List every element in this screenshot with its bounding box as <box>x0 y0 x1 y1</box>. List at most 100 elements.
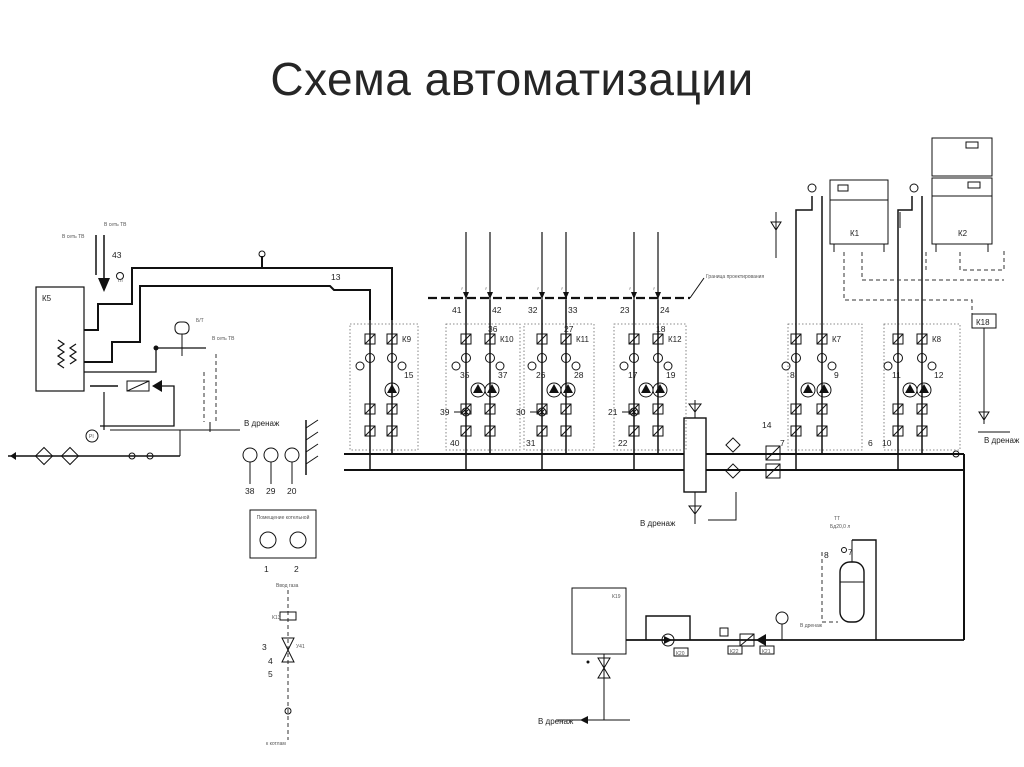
circuit-k7-check <box>816 403 828 415</box>
circuit-k10-valve <box>460 333 472 345</box>
svg-text:К1: К1 <box>850 229 860 238</box>
circuit-k10-box <box>445 323 521 451</box>
circuit-k7-box <box>787 323 863 451</box>
circuit-k11-gauge <box>561 353 571 363</box>
svg-text:Б/Т: Б/Т <box>196 318 204 324</box>
circuit-k7-valve <box>816 425 828 437</box>
circuit-k7-valve <box>790 425 802 437</box>
svg-text:к котлам: к котлам <box>266 741 286 747</box>
circuit-k7-gauge <box>791 353 801 363</box>
circuit-k12-pos: 18 <box>656 324 666 334</box>
circuit-k10-line-label: ~ <box>460 287 466 290</box>
circuit-k9-valve <box>364 333 376 345</box>
svg-text:К21: К21 <box>762 649 771 655</box>
circuit-k11-valve <box>560 425 572 437</box>
circuit-k9-pos: 15 <box>404 370 414 380</box>
svg-text:К22: К22 <box>730 649 739 655</box>
svg-text:43: 43 <box>112 250 122 260</box>
circuit-k7-pos: 9 <box>834 370 839 380</box>
makeup-system: К19 К20 К22 К21 В дренаж ТТ Бд20,0 л 8 <box>538 516 964 726</box>
circuit-k11-valve <box>536 425 548 437</box>
svg-text:2: 2 <box>294 564 299 574</box>
gauge-group-left: 38 29 20 <box>242 447 300 496</box>
svg-text:1: 1 <box>264 564 269 574</box>
circuit-k8-pos-bottom: 10 <box>882 438 892 448</box>
svg-text:В дренаж: В дренаж <box>640 519 676 528</box>
circuit-k10-pos: 36 <box>488 324 498 334</box>
circuit-k12-gauge <box>629 353 639 363</box>
gas-line: Ввод газа К13 3 У41 4 5 к котлам <box>262 583 305 747</box>
circuit-k8-gauge <box>917 353 927 363</box>
circuit-k9-label: К9 <box>402 335 412 344</box>
boiler-room-box: Помещение котельной 1 2 <box>249 509 317 574</box>
circuit-k8-label: К8 <box>932 335 942 344</box>
circuit-k8-pump <box>916 382 932 398</box>
svg-text:3: 3 <box>262 642 267 652</box>
svg-text:14: 14 <box>762 420 772 430</box>
circuit-k10-pos-mix: 39 <box>440 407 450 417</box>
svg-text:8: 8 <box>824 550 829 560</box>
circuit-k11-pos: 26 <box>536 370 546 380</box>
svg-text:ТТ: ТТ <box>834 516 840 522</box>
circuit-k12-valve <box>628 333 640 345</box>
circuit-k9-gauge <box>387 353 397 363</box>
circuit-k8-gauge <box>927 361 937 371</box>
svg-text:20: 20 <box>287 486 297 496</box>
circuit-k7-label: К7 <box>832 335 842 344</box>
svg-text:В сеть ТВ: В сеть ТВ <box>62 234 85 240</box>
svg-text:В дренаж: В дренаж <box>984 436 1020 445</box>
svg-text:В сеть ТВ: В сеть ТВ <box>104 222 127 228</box>
svg-text:38: 38 <box>245 486 255 496</box>
circuit-k11-line-label: ~ <box>560 287 566 290</box>
circuit-k12-pos-mix: 21 <box>608 407 618 417</box>
circuit-k10-gauge <box>495 361 505 371</box>
circuit-k10-pos-bottom: 40 <box>450 438 460 448</box>
circuit-k12-valve <box>652 333 664 345</box>
circuit-k12-pos-top: 23 <box>620 305 630 315</box>
svg-text:4: 4 <box>268 656 273 666</box>
svg-text:В дренаж: В дренаж <box>244 419 280 428</box>
circuit-k8-pos: 11 <box>892 370 901 380</box>
circuit-k11-gauge <box>527 361 537 371</box>
circuit-k10-check <box>460 403 472 415</box>
svg-text:К18: К18 <box>976 318 990 327</box>
circuit-k9-box <box>349 323 419 451</box>
circuit-k10-pos: 37 <box>498 370 508 380</box>
circuit-k11-box <box>523 323 595 451</box>
circuit-k8-check <box>916 403 928 415</box>
page-title: Схема автоматизации <box>270 53 754 105</box>
svg-text:К19: К19 <box>612 594 621 600</box>
circuit-k11-pos-mix: 30 <box>516 407 526 417</box>
circuit-k7-pos: 8 <box>790 370 795 380</box>
svg-text:6: 6 <box>868 438 873 448</box>
circuit-k10-gauge <box>451 361 461 371</box>
circuit-k12-pos-bottom: 22 <box>618 438 628 448</box>
circuit-k8-check <box>892 403 904 415</box>
circuit-k10-pos-top: 42 <box>492 305 502 315</box>
svg-text:В дренаж: В дренаж <box>538 717 574 726</box>
circuit-k11-pos: 28 <box>574 370 584 380</box>
circuit-k11-label: К11 <box>576 335 590 344</box>
circuit-k9-gauge <box>355 361 365 371</box>
circuit-k12-box <box>613 323 687 451</box>
svg-text:Бд20,0 л: Бд20,0 л <box>830 524 850 530</box>
circuit-k9-valve <box>364 425 376 437</box>
circuit-k11-pump <box>560 382 576 398</box>
boiler-k2: К2 <box>931 137 993 252</box>
circuit-k10-label: К10 <box>500 335 514 344</box>
circuit-k12-valve <box>628 425 640 437</box>
circuit-k12-pos: 17 <box>628 370 638 380</box>
circuit-k7-check <box>790 403 802 415</box>
circuit-k7-gauge <box>827 361 837 371</box>
svg-text:К5: К5 <box>42 294 52 303</box>
svg-text:У41: У41 <box>296 644 305 650</box>
circuit-k7-pump <box>800 382 816 398</box>
circuit-k12-gauge <box>653 353 663 363</box>
circuit-k10-gauge <box>485 353 495 363</box>
circuit-k7-valve <box>816 333 828 345</box>
circuit-k10-pos: 35 <box>460 370 470 380</box>
svg-text:5: 5 <box>268 669 273 679</box>
boiler-k5-block: К5 <box>35 286 85 392</box>
circuit-k10-gauge <box>461 353 471 363</box>
